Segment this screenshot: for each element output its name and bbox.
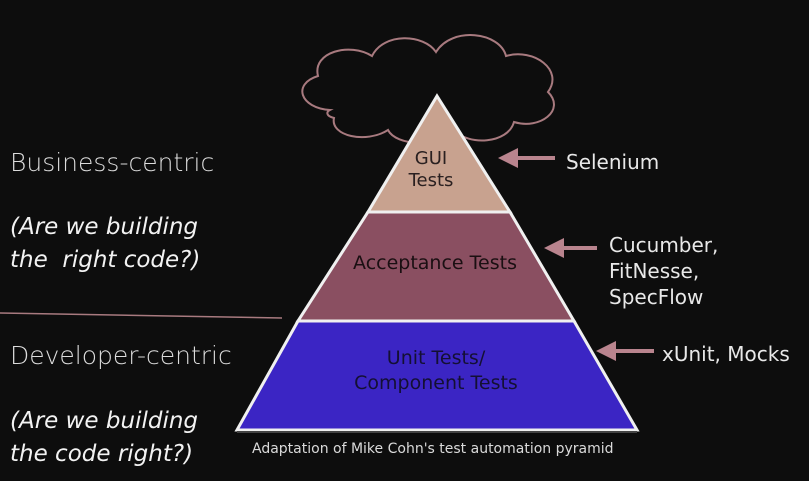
gui-label-line1: GUI: [414, 148, 448, 169]
business-centric-label: Business-centric: [10, 148, 215, 177]
business-question-line2: the right code?): [10, 247, 201, 273]
unit-label-line1: Unit Tests/: [386, 347, 486, 369]
unit-label: Unit Tests/ Component Tests: [326, 346, 546, 396]
caption: Adaptation of Mike Cohn's test automatio…: [252, 441, 614, 457]
developer-centric-label: Developer-centric: [10, 341, 232, 370]
tool-unit: xUnit, Mocks: [662, 342, 790, 366]
developer-question-line1: (Are we building: [10, 408, 199, 434]
gui-layer: [365, 93, 513, 214]
tool-selenium: Selenium: [566, 150, 660, 174]
divider-line: [0, 312, 283, 319]
unit-label-line2: Component Tests: [354, 372, 518, 394]
acceptance-label: Acceptance Tests: [353, 252, 517, 274]
business-question-line1: (Are we building: [10, 214, 199, 240]
tool-fitnesse: FitNesse,: [609, 259, 700, 283]
cloud-shape: [301, 34, 555, 144]
tool-cucumber: Cucumber,: [609, 233, 719, 257]
tool-specflow: SpecFlow: [609, 285, 704, 309]
business-question: (Are we building the right code?): [10, 211, 250, 277]
developer-question-line2: the code right?): [10, 441, 194, 467]
gui-label-line2: Tests: [408, 170, 454, 191]
developer-question: (Are we building the code right?): [10, 405, 250, 471]
tool-acceptance: Cucumber, FitNesse, SpecFlow: [609, 232, 718, 310]
gui-label: GUI Tests: [400, 148, 462, 192]
